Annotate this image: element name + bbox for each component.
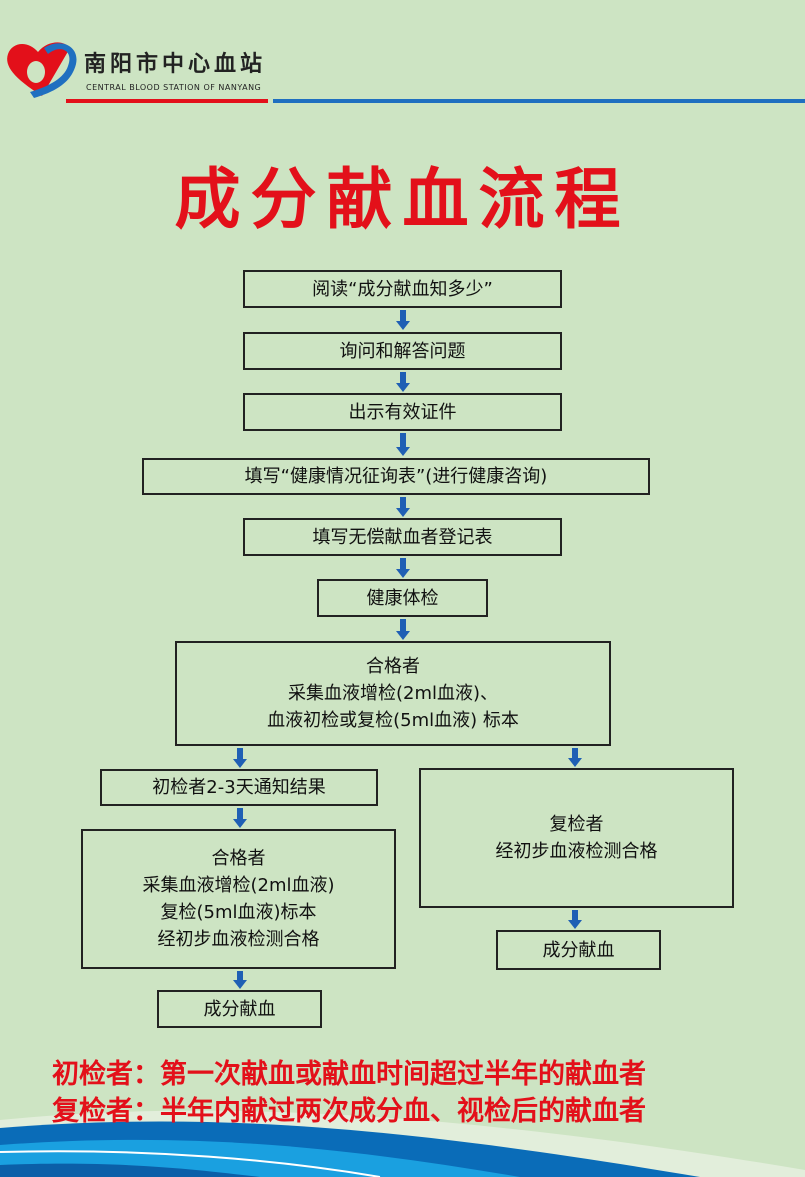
page-title: 成分献血流程 xyxy=(174,161,631,238)
logo-cn: 南阳市中心血站 xyxy=(84,52,267,77)
header-line-red xyxy=(66,99,268,103)
arrow-down-icon xyxy=(233,808,247,828)
step-text: 经初步血液检测合格 xyxy=(495,841,658,862)
step-text: 合格者 xyxy=(366,656,420,677)
heart-logo-icon xyxy=(7,42,77,98)
step-qa: 询问和解答问题 xyxy=(243,332,562,370)
step-health-form: 填写“健康情况征询表”(进行健康咨询) xyxy=(142,458,650,495)
arrow-down-icon xyxy=(396,497,410,517)
arrow-down-icon xyxy=(568,910,582,929)
arrow-down-icon xyxy=(396,558,410,578)
step-text: 血液初检或复检(5ml血液) 标本 xyxy=(267,710,519,731)
step-text: 成分献血 xyxy=(542,939,615,961)
step-text: 填写“健康情况征询表”(进行健康咨询) xyxy=(244,466,548,487)
logo-en: CENTRAL BLOOD STATION OF NANYANG xyxy=(86,83,262,92)
step-text: 初检者2-3天通知结果 xyxy=(152,777,326,798)
step-donate-right: 成分献血 xyxy=(496,930,661,970)
logo xyxy=(4,38,80,100)
step-text: 询问和解答问题 xyxy=(339,340,466,362)
note-first-check: 初检者：第一次献血或献血时间超过半年的献血者 xyxy=(52,1059,646,1090)
step-first-qualified: 合格者 采集血液增检(2ml血液) 复检(5ml血液)标本 经初步血液检测合格 xyxy=(81,829,396,969)
step-text: 复检(5ml血液)标本 xyxy=(160,902,317,923)
arrow-down-icon xyxy=(396,433,410,456)
arrow-down-icon xyxy=(396,310,410,330)
header-line-blue xyxy=(273,99,805,103)
step-text: 经初步血液检测合格 xyxy=(157,929,320,950)
step-read: 阅读“成分献血知多少” xyxy=(243,270,562,308)
step-recheck: 复检者 经初步血液检测合格 xyxy=(419,768,734,908)
step-text: 复检者 xyxy=(549,814,604,835)
step-qualified-sample: 合格者 采集血液增检(2ml血液)、 血液初检或复检(5ml血液) 标本 xyxy=(175,641,611,746)
arrow-down-icon xyxy=(233,971,247,989)
step-id: 出示有效证件 xyxy=(243,393,562,431)
step-text: 出示有效证件 xyxy=(348,401,457,423)
step-text: 填写无偿献血者登记表 xyxy=(312,526,493,548)
step-first-notify: 初检者2-3天通知结果 xyxy=(100,769,378,806)
wave-decoration xyxy=(0,1110,805,1177)
step-text: 健康体检 xyxy=(366,587,439,609)
step-text: 采集血液增检(2ml血液)、 xyxy=(287,683,499,704)
arrow-down-icon xyxy=(396,372,410,392)
step-donate-left: 成分献血 xyxy=(157,990,322,1028)
note-recheck: 复检者：半年内献过两次成分血、视检后的献血者 xyxy=(52,1096,646,1127)
step-register: 填写无偿献血者登记表 xyxy=(243,518,562,556)
arrow-down-icon xyxy=(396,619,410,640)
step-text: 成分献血 xyxy=(203,998,276,1020)
step-text: 合格者 xyxy=(211,848,266,869)
step-text: 阅读“成分献血知多少” xyxy=(312,278,493,300)
step-checkup: 健康体检 xyxy=(317,579,488,617)
step-text: 采集血液增检(2ml血液) xyxy=(142,875,335,896)
arrow-down-icon xyxy=(233,748,247,768)
arrow-down-icon xyxy=(568,748,582,767)
